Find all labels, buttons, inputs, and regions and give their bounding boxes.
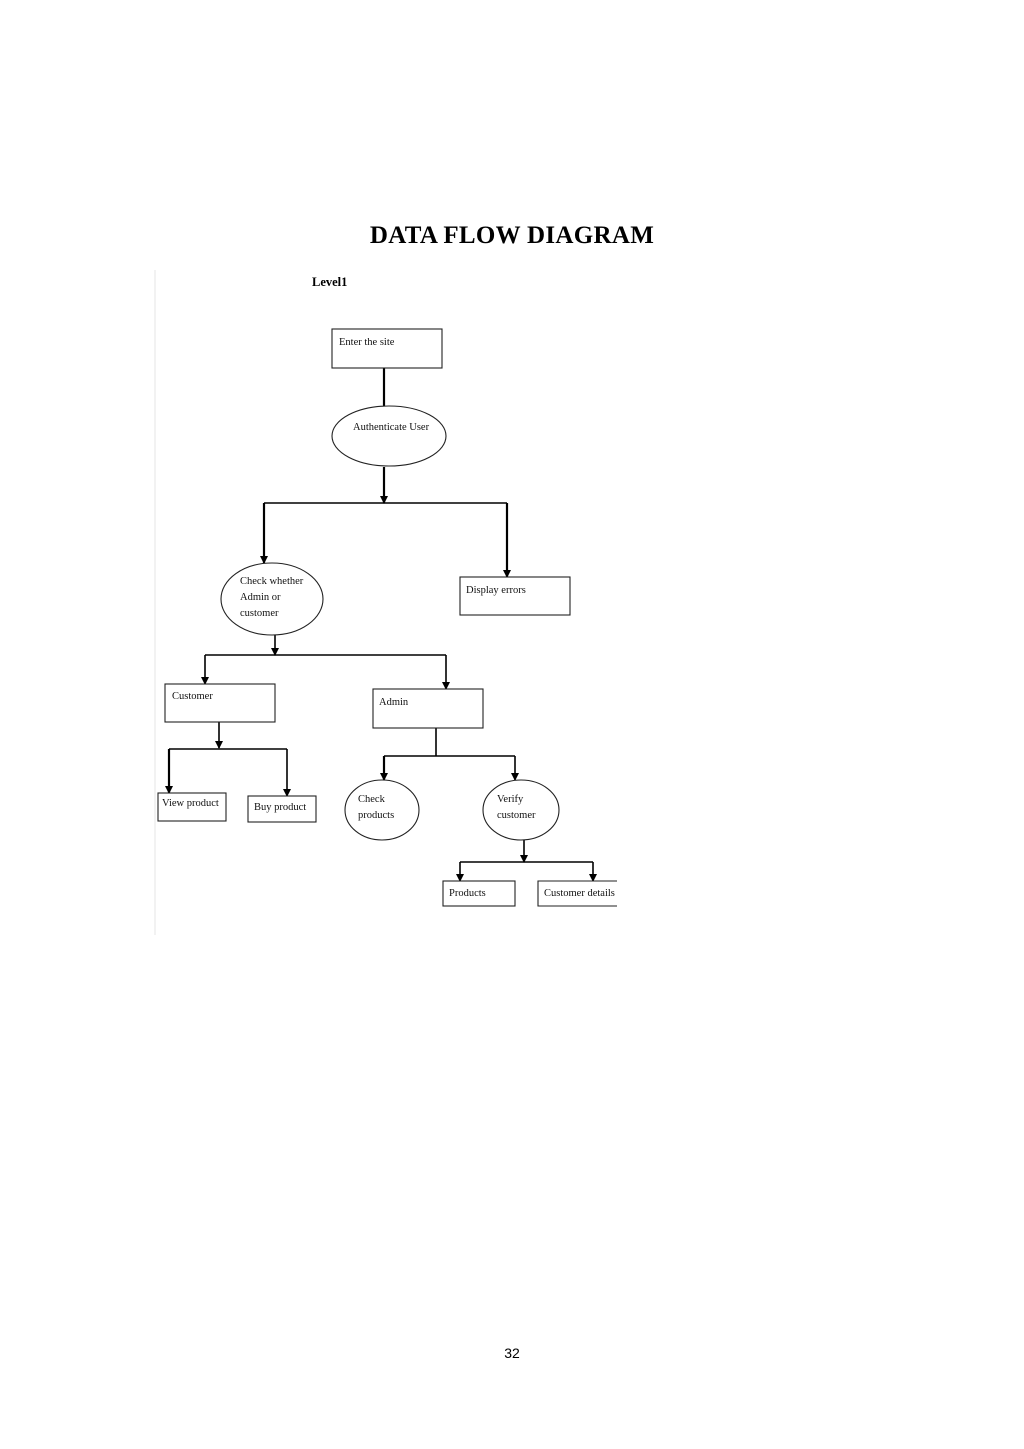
node-products: Products: [442, 880, 516, 907]
node-label: Admin or: [240, 592, 281, 603]
node-label: Customer details: [544, 888, 615, 899]
node-label: customer: [497, 810, 536, 821]
node-shape: [537, 880, 617, 907]
node-shape: [220, 562, 324, 636]
node-label: View product: [162, 798, 219, 809]
node-shape: [247, 795, 317, 823]
node-label: Check whether: [240, 576, 304, 587]
node-label: Buy product: [254, 802, 306, 813]
page-title: DATA FLOW DIAGRAM: [369, 222, 655, 249]
node-shape: [331, 328, 443, 369]
level-label: Level1: [312, 275, 347, 289]
node-label: customer: [240, 608, 279, 619]
node-label: Products: [449, 888, 486, 899]
node-authenticate-user: Authenticate User: [331, 405, 447, 467]
node-verify-customer: Verify customer: [482, 779, 560, 841]
node-shape: [442, 880, 516, 907]
node-check-role: Check whether Admin or customer: [220, 562, 324, 636]
node-shape: [344, 779, 420, 841]
node-customer-details: Customer details: [537, 880, 617, 907]
page-number: 32: [504, 1345, 520, 1361]
node-admin: Admin: [372, 688, 484, 729]
node-label: Authenticate User: [353, 422, 430, 433]
node-buy-product: Buy product: [247, 795, 317, 823]
edges: [165, 368, 597, 882]
node-label: Check: [358, 794, 386, 805]
node-shape: [164, 683, 276, 723]
node-display-errors: Display errors: [459, 576, 571, 616]
node-label: Enter the site: [339, 337, 395, 348]
node-shape: [331, 405, 447, 467]
node-shape: [372, 688, 484, 729]
node-label: Display errors: [466, 585, 526, 596]
node-label: products: [358, 810, 394, 821]
node-shape: [157, 792, 227, 822]
node-enter-site: Enter the site: [331, 328, 443, 369]
node-label: Verify: [497, 794, 524, 805]
node-customer: Customer: [164, 683, 276, 723]
node-label: Customer: [172, 691, 213, 702]
node-label: Admin: [379, 697, 409, 708]
node-check-products: Check products: [344, 779, 420, 841]
node-shape: [482, 779, 560, 841]
node-view-product: View product: [157, 792, 227, 822]
node-shape: [459, 576, 571, 616]
